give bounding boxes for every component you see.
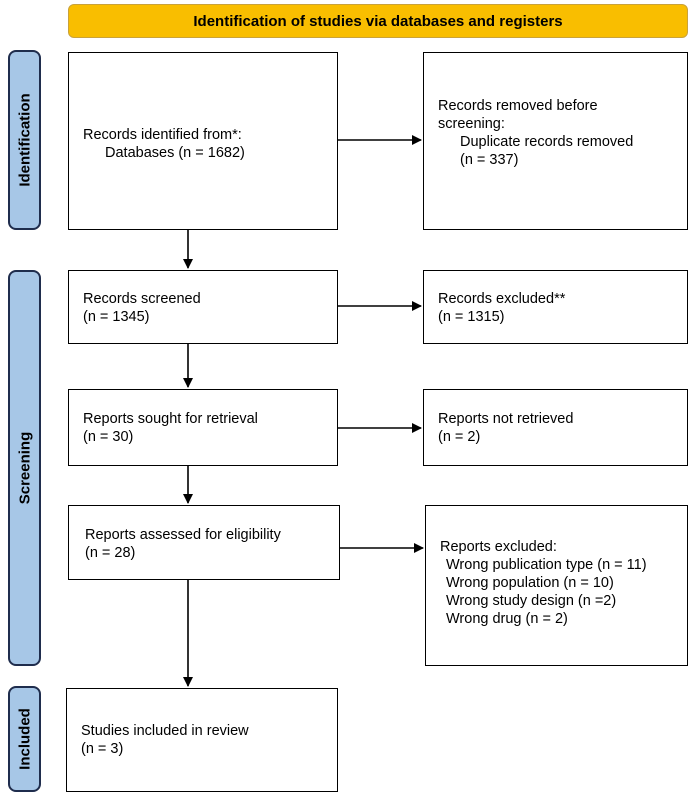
studies-included-line1: Studies included in review [81,723,249,739]
stage-screening: Screening [8,270,41,666]
records-screened-line1: Records screened [83,291,201,307]
records-excluded-line1: Records excluded** [438,291,566,307]
reports-sought-line2: (n = 30) [83,429,134,445]
box-records-removed: Records removed before screening: Duplic… [423,52,688,230]
records-removed-line1: Records removed before [438,98,598,114]
box-reports-sought: Reports sought for retrieval (n = 30) [68,389,338,466]
reports-excluded-reason: Wrong population (n = 10) [446,575,614,591]
box-records-identified: Records identified from*: Databases (n =… [68,52,338,230]
reports-not-retrieved-line2: (n = 2) [438,429,481,445]
records-removed-line4: (n = 337) [460,152,519,168]
box-reports-assessed: Reports assessed for eligibility (n = 28… [68,505,340,580]
reports-assessed-line2: (n = 28) [85,545,136,561]
records-identified-line2: Databases (n = 1682) [105,145,245,161]
box-reports-excluded: Reports excluded: Wrong publication type… [425,505,688,666]
records-screened-line2: (n = 1345) [83,309,150,325]
stage-identification: Identification [8,50,41,230]
records-removed-line2: screening: [438,116,505,132]
reports-sought-line1: Reports sought for retrieval [83,411,258,427]
header-title: Identification of studies via databases … [193,12,563,30]
reports-assessed-line1: Reports assessed for eligibility [85,527,281,543]
box-records-excluded: Records excluded** (n = 1315) [423,270,688,344]
records-identified-line1: Records identified from*: [83,127,242,143]
box-records-screened: Records screened (n = 1345) [68,270,338,344]
records-excluded-line2: (n = 1315) [438,309,505,325]
box-studies-included: Studies included in review (n = 3) [66,688,338,792]
reports-excluded-reason: Wrong drug (n = 2) [446,611,568,627]
reports-excluded-title: Reports excluded: [440,539,557,555]
reports-excluded-reason: Wrong publication type (n = 11) [446,557,647,573]
stage-included: Included [8,686,41,792]
studies-included-line2: (n = 3) [81,741,124,757]
reports-excluded-reason: Wrong study design (n =2) [446,593,617,609]
reports-not-retrieved-line1: Reports not retrieved [438,411,574,427]
header-banner: Identification of studies via databases … [68,4,688,38]
box-reports-not-retrieved: Reports not retrieved (n = 2) [423,389,688,466]
records-removed-line3: Duplicate records removed [460,134,634,150]
